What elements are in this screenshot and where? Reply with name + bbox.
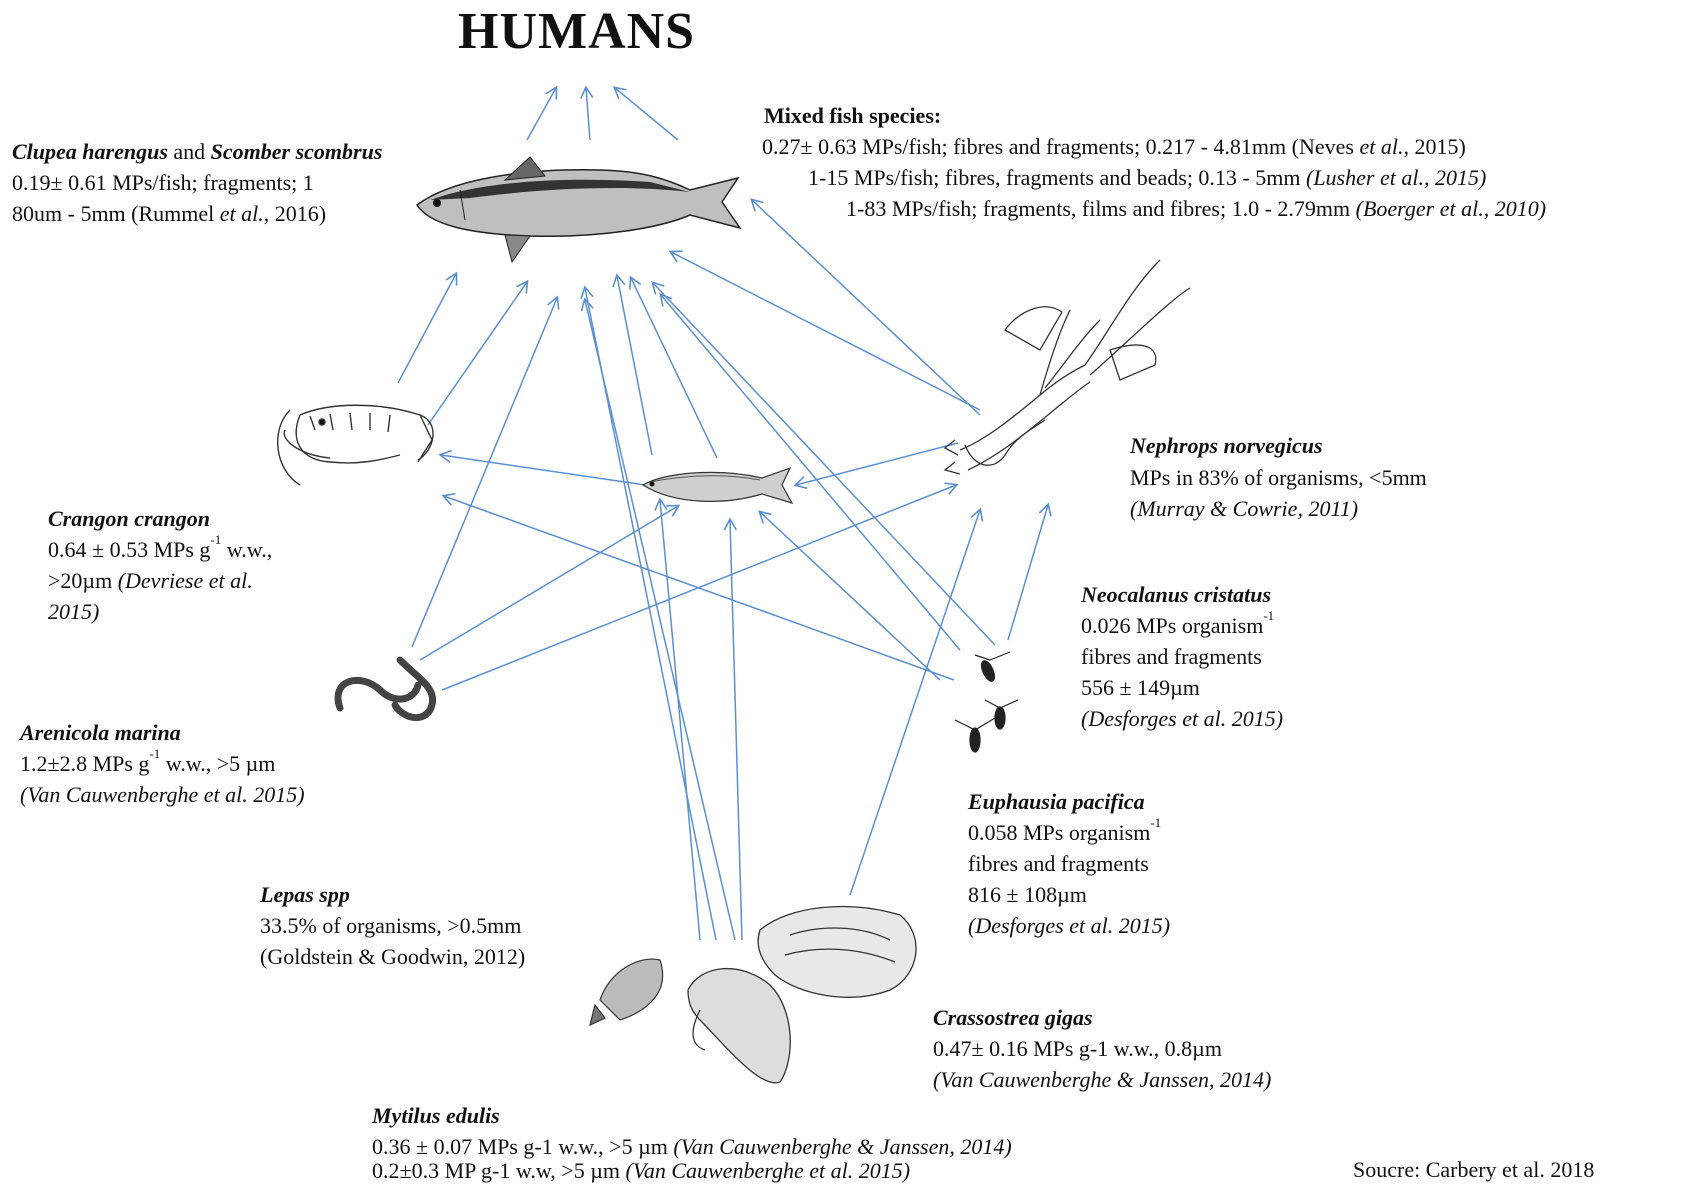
copepod-illustrations xyxy=(955,652,1018,752)
herring-illustration xyxy=(643,468,792,503)
shrimp-illustration xyxy=(278,405,433,485)
lepas-illustration xyxy=(590,959,663,1025)
oyster-illustration xyxy=(758,907,916,998)
worm-illustration xyxy=(338,660,433,718)
mussel-illustration xyxy=(688,969,790,1083)
mackerel-illustration xyxy=(417,157,740,262)
lobster-illustration xyxy=(945,260,1190,474)
